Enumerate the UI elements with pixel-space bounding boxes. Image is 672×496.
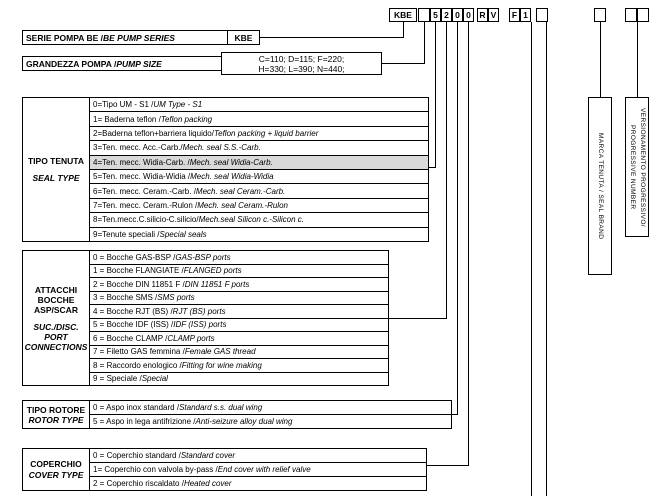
seal-row-8: 8=Ten.mecc.C.silicio-C.silicio/Mech.seal… <box>90 213 428 228</box>
code-box-extra <box>536 8 548 22</box>
code-box-rotor: 0 <box>452 8 463 22</box>
cover-row-0: 0 = Coperchio standard / Standard cover <box>90 449 426 463</box>
ports-table: 0 = Bocche GAS-BSP / GAS-BSP ports 1 = B… <box>89 250 389 386</box>
cover-row-2: 2 = Coperchio riscaldato / Heated cover <box>93 479 232 488</box>
line-seal <box>429 22 436 168</box>
seal-row-5: 5=Ten. mecc. Widia-Widia / Mech. seal Wi… <box>90 170 428 185</box>
ports-row-0: 0 = Bocche GAS-BSP / GAS-BSP ports <box>90 251 388 265</box>
code-box-r: R <box>477 8 488 22</box>
seal-brand-box: MARCA TENUTA / SEAL BRAND <box>588 97 612 275</box>
seal-brand-label: MARCA TENUTA / SEAL BRAND <box>597 132 604 240</box>
cover-type-label-en: COVER TYPE <box>28 470 84 480</box>
code-box-prog-b <box>637 8 649 22</box>
ports-row-4: 4 = Bocche RJT (BS) / RJT (BS) ports <box>90 305 388 319</box>
seal-type-table: 0=Tipo UM - S1 / UM Type - S1 1= Baderna… <box>89 97 429 242</box>
ports-row-5: 5 = Bocche IDF (ISS) / IDF (ISS) ports <box>90 319 388 332</box>
line-series <box>260 22 404 38</box>
code-box-f: F <box>509 8 520 22</box>
seal-row-4: 4=Ten. mecc. Widia-Carb. / Mech. seal Wi… <box>90 155 428 171</box>
line-cover <box>427 22 469 466</box>
size-values-line1: C=110; D=115; F=220; <box>258 53 345 64</box>
cover-type-label-it: COPERCHIO <box>30 459 82 469</box>
seal-row-2: 2=Baderna teflon+barriera liquido/Teflon… <box>90 127 428 142</box>
ports-row-9: 9 = Speciale / Special <box>93 374 168 384</box>
size-label-en: PUMP SIZE <box>116 58 162 69</box>
seal-row-9: 9=Tenute speciali / Special seals <box>93 229 207 239</box>
cover-type-table: 0 = Coperchio standard / Standard cover … <box>89 448 427 491</box>
seal-row-1: 1= Baderna teflon / Teflon packing <box>90 112 428 127</box>
rotor-row-1: 5 = Aspo in lega antifrizione / Anti-sei… <box>93 417 293 426</box>
progressive-number-label: VERSIONAMENTO PROGRESSIVO/ PROGRESSIVE N… <box>629 107 646 227</box>
cover-type-label: COPERCHIO COVER TYPE <box>22 448 90 491</box>
ports-label: ATTACCHI BOCCHE ASP/SCAR SUC./DISC. PORT… <box>22 250 90 386</box>
size-values: C=110; D=115; F=220; H=330; L=390; N=440… <box>221 52 382 75</box>
code-box-prog-a <box>625 8 637 22</box>
ports-row-6: 6 = Bocche CLAMP / CLAMP ports <box>90 332 388 346</box>
series-label-en: BE PUMP SERIES <box>103 32 175 43</box>
ports-row-7: 7 = Filetto GAS femmina / Female GAS thr… <box>90 346 388 359</box>
ports-row-3: 3 = Bocche SMS / SMS ports <box>90 292 388 305</box>
rotor-type-table: 0 = Aspo inox standard / Standard s.s. d… <box>89 400 452 429</box>
rotor-type-label-en: ROTOR TYPE <box>28 414 84 425</box>
series-value: KBE <box>227 30 260 45</box>
ports-row-1: 1 = Bocche FLANGIATE / FLANGED ports <box>90 265 388 278</box>
code-box-size <box>418 8 430 22</box>
seal-type-label-it: TIPO TENUTA <box>27 156 85 166</box>
size-label: GRANDEZZA POMPA / PUMP SIZE <box>22 56 222 71</box>
seal-row-3: 3=Ten. mecc. Acc.-Carb./ Mech. seal S.S.… <box>90 141 428 156</box>
ports-label-en: SUC./DISC. PORT CONNECTIONS <box>24 321 88 352</box>
size-values-line2: H=330; L=390; N=440; <box>258 63 345 74</box>
seal-type-label: TIPO TENUTA SEAL TYPE <box>22 97 90 242</box>
ports-row-2: 2 = Bocche DIN 11851 F / DIN 11851 F por… <box>90 278 388 292</box>
code-box-seal: 5 <box>430 8 441 22</box>
seal-row-0: 0=Tipo UM - S1 / UM Type - S1 <box>90 98 428 113</box>
code-box-seal-brand <box>594 8 606 22</box>
seal-type-label-en: SEAL TYPE <box>32 173 80 183</box>
rotor-row-0: 0 = Aspo inox standard / Standard s.s. d… <box>90 401 451 415</box>
code-box-ports: 2 <box>441 8 452 22</box>
line-rotor <box>452 22 458 415</box>
code-box-series: KBE <box>389 8 417 22</box>
code-box-cover: 0 <box>463 8 474 22</box>
code-box-v: V <box>488 8 499 22</box>
cover-row-1: 1= Coperchio con valvola by-pass / End c… <box>90 463 426 477</box>
progressive-number-box: VERSIONAMENTO PROGRESSIVO/ PROGRESSIVE N… <box>625 97 649 237</box>
ports-row-8: 8 = Raccordo enologico / Fitting for win… <box>90 359 388 373</box>
size-label-it: GRANDEZZA POMPA / <box>26 58 117 69</box>
series-label: SERIE POMPA BE / BE PUMP SERIES <box>22 30 228 45</box>
line-size <box>382 22 425 64</box>
seal-row-7: 7=Ten. mecc. Ceram.-Rulon / Mech. seal C… <box>90 199 428 214</box>
seal-row-6: 6=Ten. mecc. Ceram.-Carb. / Mech. seal C… <box>90 184 428 199</box>
code-box-1: 1 <box>520 8 531 22</box>
series-label-it: SERIE POMPA BE / <box>26 32 103 43</box>
rotor-type-label: TIPO ROTORE ROTOR TYPE <box>22 400 90 429</box>
rotor-type-label-it: TIPO ROTORE <box>26 404 86 415</box>
ports-label-it: ATTACCHI BOCCHE ASP/SCAR <box>34 284 78 315</box>
